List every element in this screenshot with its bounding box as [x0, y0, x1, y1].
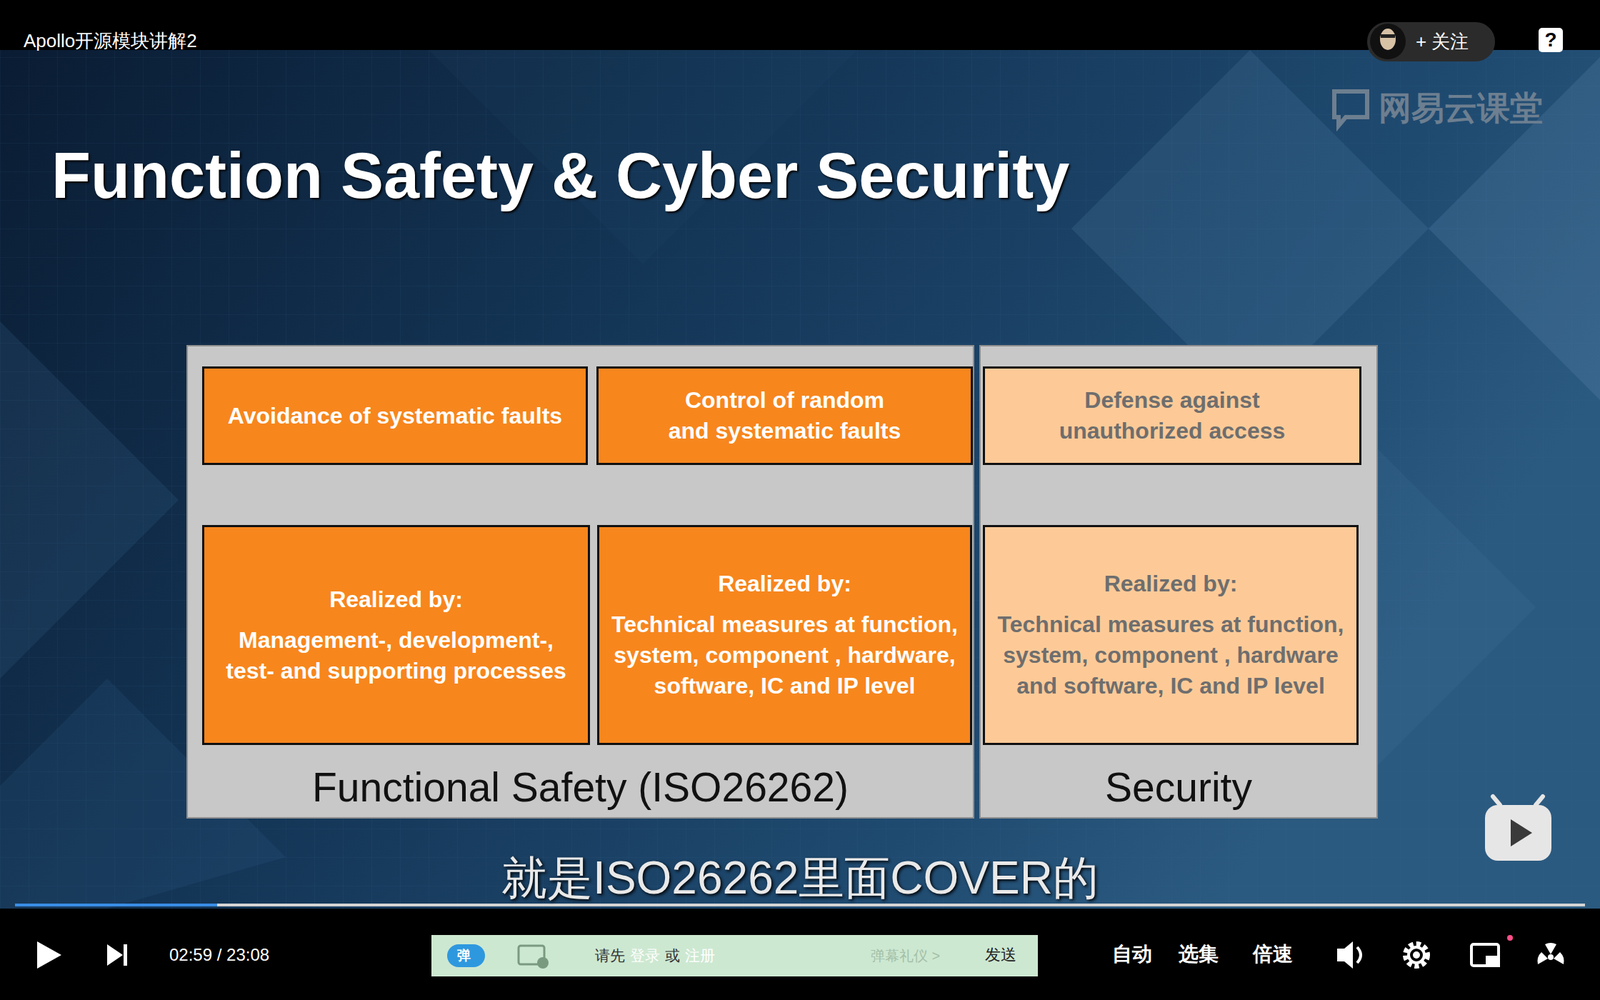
box-text: Defense against unauthorized access — [995, 385, 1350, 447]
episodes-button: 选集 — [1178, 942, 1219, 967]
register-link: 注册 — [685, 945, 715, 966]
auto-button: 自动 — [1112, 942, 1153, 967]
danmaku-toggle: 弹 — [457, 946, 471, 965]
send-button: 发送 — [985, 945, 1017, 965]
box-heading: Realized by: — [329, 584, 463, 615]
video-title: Apollo开源模块讲解2 — [23, 29, 198, 53]
safety-box: Realized by: Management-, development-, t… — [202, 525, 590, 745]
group-panel: Security Defense against unauthorized acc… — [979, 345, 1378, 819]
box-heading: Realized by: — [717, 568, 852, 600]
box-text: Avoidance of systematic faults — [227, 400, 563, 432]
safety-box: Realized by: Technical measures at functi… — [597, 525, 973, 745]
safety-box: Control of random and systematic faults — [596, 366, 973, 465]
group-panel: Functional Safety (ISO26262) Avoidance of… — [186, 345, 975, 819]
login-link: 登录 — [630, 945, 660, 966]
subtitle: 就是ISO26262里面COVER的 — [0, 851, 1600, 905]
box-heading: Realized by: — [1104, 568, 1238, 600]
speed-button: 倍速 — [1252, 942, 1293, 967]
security-box: Defense against unauthorized access — [982, 366, 1362, 465]
security-box: Realized by: Technical measures at functi… — [982, 525, 1359, 745]
login-row: 请先登录或注册 — [595, 945, 715, 966]
slide-title: Function Safety & Cyber Security — [51, 140, 1070, 212]
panel-label: Functional Safety (ISO26262) — [187, 763, 973, 811]
time-display: 02:59 / 23:08 — [169, 945, 270, 965]
box-text: Control of random and systematic faults — [608, 385, 961, 447]
box-text: Technical measures at function, system, … — [609, 609, 960, 702]
safety-box: Avoidance of systematic faults — [202, 366, 588, 465]
box-text: Technical measures at function, system, … — [995, 609, 1347, 702]
panel-label: Security — [980, 763, 1377, 811]
follow-button: + 关注 — [1415, 30, 1469, 53]
watermark: 网易云课堂 — [1378, 88, 1543, 128]
box-text: Management-, development-, test- and sup… — [214, 625, 578, 687]
login-prompt: 请先 — [595, 945, 625, 966]
help-icon: ? — [1538, 27, 1563, 53]
login-prompt: 或 — [665, 945, 680, 966]
danmaku-etiquette: 弹幕礼仪 > — [870, 946, 940, 965]
